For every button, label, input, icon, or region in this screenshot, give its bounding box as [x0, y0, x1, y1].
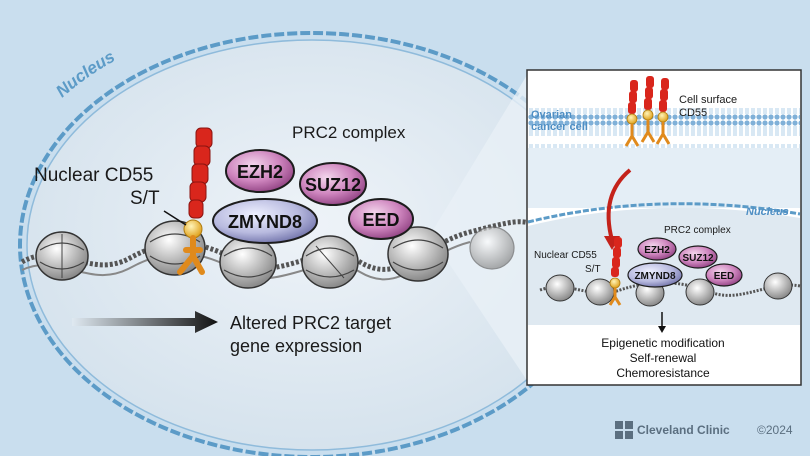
inset-surface-line-2: CD55	[679, 107, 708, 119]
inset-nucleosome	[545, 274, 575, 302]
inset-nuclear-cd55	[608, 237, 622, 306]
inset-eed-label: EED	[714, 271, 735, 282]
nucleosome	[387, 226, 449, 282]
inset-nuclear-cd55-label: Nuclear CD55	[534, 250, 597, 261]
suz12-label: SUZ12	[305, 175, 361, 195]
nucleosome	[219, 235, 277, 289]
copyright: ©2024	[757, 423, 793, 437]
st-pointer	[163, 210, 187, 226]
ezh2-label: EZH2	[237, 162, 283, 182]
inset-surface-line-1: Cell surface	[679, 94, 738, 106]
nuclear-cd55-label: Nuclear CD55	[34, 165, 154, 186]
inset-outcomes: Epigenetic modification Self-renewal Che…	[528, 336, 798, 381]
result-text: Altered PRC2 target gene expression	[230, 312, 391, 358]
outcome-item: Self-renewal	[629, 351, 697, 365]
nucleosome	[301, 235, 359, 289]
eed-protein	[348, 198, 414, 240]
nucleosome	[469, 226, 515, 270]
outcome-item: Epigenetic modification	[601, 336, 725, 350]
inset-zmynd8-label: ZMYND8	[634, 271, 676, 282]
inset-nucleosome	[685, 278, 715, 306]
inset-cytoplasm	[528, 148, 800, 208]
inset-suz12-protein	[678, 245, 718, 269]
cleveland-clinic-logo	[615, 421, 633, 439]
prc2-complex-title: PRC2 complex	[292, 123, 406, 142]
inset-zmynd8-protein	[627, 262, 683, 288]
inset-prc2-title: PRC2 complex	[664, 225, 731, 236]
inset-translocation-arrow	[606, 168, 632, 241]
nucleosome	[35, 231, 89, 281]
result-arrow	[72, 311, 218, 333]
inset-cell-label: Ovarian cancer cell	[531, 109, 588, 133]
inset-cell-label-line-2: cancer cell	[531, 121, 588, 133]
inset-eed-protein	[705, 263, 743, 287]
inset-surface-cd55	[624, 76, 671, 147]
result-line-2: gene expression	[230, 336, 363, 356]
inset-nucleus-label: Nucleus	[746, 206, 789, 218]
inset-nucleosome	[763, 272, 793, 300]
gpi-anchor	[177, 235, 205, 275]
zmynd8-protein	[212, 198, 318, 244]
zmynd8-label: ZMYND8	[228, 212, 302, 232]
suz12-protein	[299, 162, 367, 206]
inset-cell-label-line-1: Ovarian	[531, 109, 572, 121]
inset-nuclear-envelope	[527, 202, 801, 224]
ezh2-protein	[225, 149, 295, 193]
inset-ezh2-label: EZH2	[644, 245, 670, 256]
cd55-chain	[188, 127, 213, 219]
result-line-1: Altered PRC2 target	[230, 313, 392, 333]
inset-suz12-label: SUZ12	[682, 253, 714, 264]
brand-name: Cleveland Clinic	[637, 423, 730, 437]
st-label: S/T	[130, 188, 160, 209]
inset-st-label: S/T	[585, 264, 601, 275]
inset-surface-label: Cell surface CD55	[679, 94, 737, 120]
outcome-item: Chemoresistance	[616, 366, 710, 380]
inset-ezh2-protein	[637, 237, 677, 261]
eed-label: EED	[362, 210, 399, 230]
chromatin-fiber	[20, 219, 541, 272]
